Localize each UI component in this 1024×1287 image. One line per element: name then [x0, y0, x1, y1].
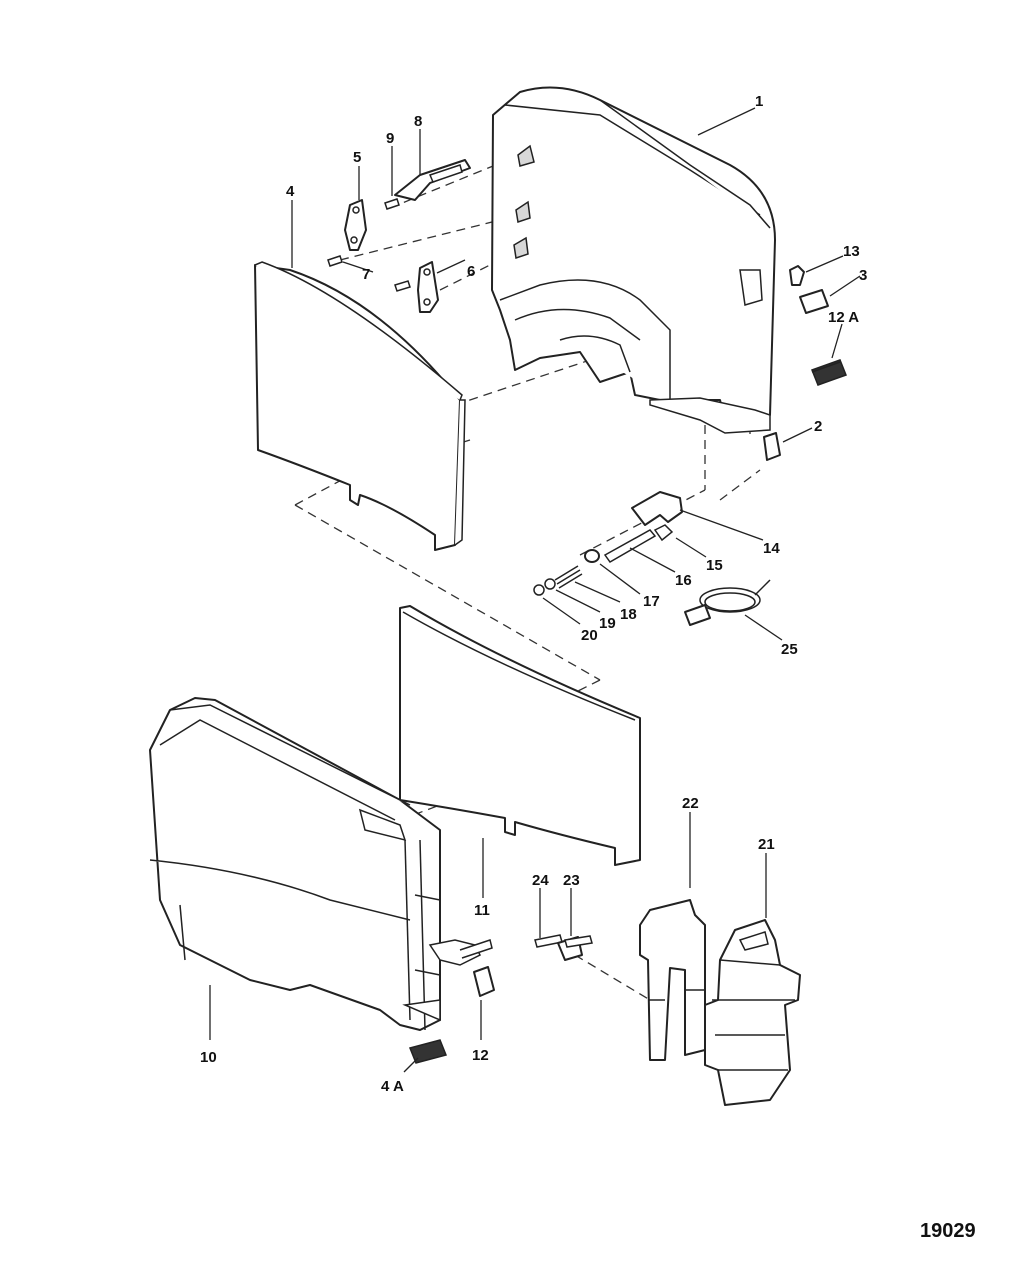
callout-9: 9: [386, 130, 394, 147]
callout-20: 20: [581, 627, 598, 644]
callout-labels: 1 2 3 4 4 A 5 6 7 8 9 10 11 12 12 A 13 1…: [200, 93, 867, 1095]
callout-21: 21: [758, 836, 775, 853]
callout-4a: 4 A: [381, 1078, 404, 1095]
callout-3: 3: [859, 267, 867, 284]
hinge-hardware: [327, 159, 471, 313]
callout-22: 22: [682, 795, 699, 812]
callout-2: 2: [814, 418, 822, 435]
callout-25: 25: [781, 641, 798, 658]
callout-7: 7: [362, 266, 370, 283]
callout-24: 24: [532, 872, 549, 889]
callout-12a: 12 A: [828, 309, 859, 326]
callout-14: 14: [763, 540, 780, 557]
latch-parts-upper: [763, 265, 847, 461]
latch-parts-lower: [408, 966, 495, 1064]
side-panel-upper: [254, 261, 466, 551]
callout-15: 15: [706, 557, 723, 574]
leader-lines: [209, 107, 861, 1073]
callout-4: 4: [286, 183, 295, 200]
callout-10: 10: [200, 1049, 217, 1066]
rear-vent-panel: [704, 919, 801, 1106]
callout-23: 23: [563, 872, 580, 889]
figure-number: 19029: [920, 1220, 976, 1242]
side-panel-lower: [399, 605, 641, 866]
callout-11: 11: [474, 902, 490, 919]
callout-17: 17: [643, 593, 660, 610]
top-cowl-front: [149, 697, 493, 1031]
callout-1: 1: [755, 93, 763, 110]
callout-18: 18: [620, 606, 637, 623]
callout-13: 13: [843, 243, 860, 260]
gasket: [639, 899, 706, 1061]
latch-parts-mid: [533, 491, 771, 626]
callout-6: 6: [467, 263, 475, 280]
bracket-parts-lower: [534, 934, 593, 961]
callout-19: 19: [599, 615, 616, 632]
callout-16: 16: [675, 572, 692, 589]
callout-5: 5: [353, 149, 361, 166]
callout-12: 12: [472, 1047, 489, 1064]
top-cowl-rear: [491, 86, 776, 434]
callout-8: 8: [414, 113, 422, 130]
